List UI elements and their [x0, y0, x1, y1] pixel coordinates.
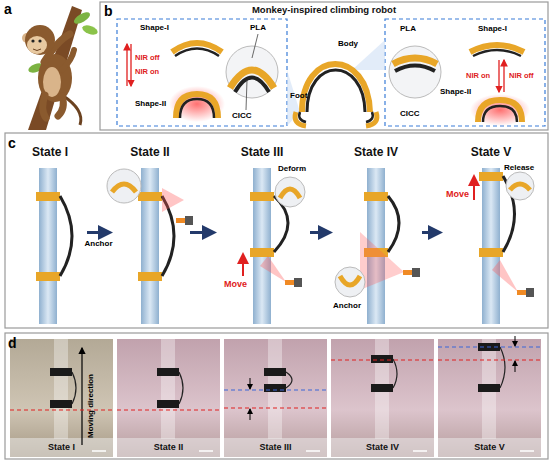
- stimulus-label: NIR off: [509, 72, 534, 80]
- action-label: Move: [224, 280, 247, 289]
- shape-detail: [117, 19, 545, 126]
- action-label: Deform: [278, 165, 306, 173]
- state-scene: State IV: [332, 140, 420, 325]
- photo-frame: State IV: [331, 339, 434, 457]
- flow-arrow: [190, 231, 214, 234]
- stimulus-label: NIR on: [466, 72, 490, 80]
- photo-frame: State III: [224, 339, 327, 457]
- panel-letter: b: [104, 4, 113, 18]
- node-label: State IV: [366, 443, 399, 453]
- photo-frame: State II: [117, 339, 220, 457]
- panel-frame: [100, 2, 548, 130]
- action-label: Anchor: [333, 302, 361, 310]
- material-label: CICC: [400, 110, 420, 118]
- direction-label: Moving direction: [87, 374, 95, 438]
- node-label: State I: [32, 146, 68, 159]
- node-label: State II: [154, 443, 184, 453]
- action-label: Release: [504, 164, 534, 172]
- flow-arrow: [87, 231, 110, 234]
- panel-letter: d: [8, 336, 17, 350]
- state-scene: State II: [112, 140, 188, 325]
- photo-frame: State V: [438, 339, 541, 457]
- part-label: Body: [338, 40, 358, 48]
- panel-letter: a: [4, 2, 12, 16]
- node-label: State V: [471, 146, 512, 159]
- node-label: State I: [48, 443, 75, 453]
- node-label: Monkey-inspired climbing robot: [252, 5, 396, 15]
- stimulus-label: NIR on: [135, 68, 159, 76]
- photo-sequence: [5, 333, 548, 459]
- climbing-sequence: [5, 133, 548, 328]
- node-label: State II: [130, 146, 169, 159]
- flow-arrow: [310, 231, 330, 234]
- node-label: State III: [241, 146, 284, 159]
- photo-frame: State I: [10, 339, 113, 457]
- stimulus-label: NIR off: [135, 54, 160, 62]
- shape-label: Shape-II: [135, 100, 166, 108]
- node-label: State III: [259, 443, 291, 453]
- material-label: PLA: [250, 24, 266, 32]
- panel-frame: Monkey-inspired climbing robot: [100, 2, 548, 130]
- action-label: Move: [446, 190, 469, 199]
- flow-arrow: [422, 231, 440, 234]
- monkey-illustration: [22, 6, 99, 130]
- edge-label: Anchor: [85, 240, 113, 248]
- material-label: CICC: [232, 112, 252, 120]
- node-label: State IV: [354, 146, 398, 159]
- shape-label: Shape-I: [478, 25, 507, 33]
- shape-label: Shape-II: [440, 88, 471, 96]
- material-label: PLA: [400, 25, 416, 33]
- part-label: Foot: [290, 92, 307, 100]
- state-scene: State I: [15, 140, 85, 325]
- node-label: State V: [474, 443, 505, 453]
- panel-letter: c: [8, 136, 16, 150]
- shape-label: Shape-I: [140, 24, 169, 32]
